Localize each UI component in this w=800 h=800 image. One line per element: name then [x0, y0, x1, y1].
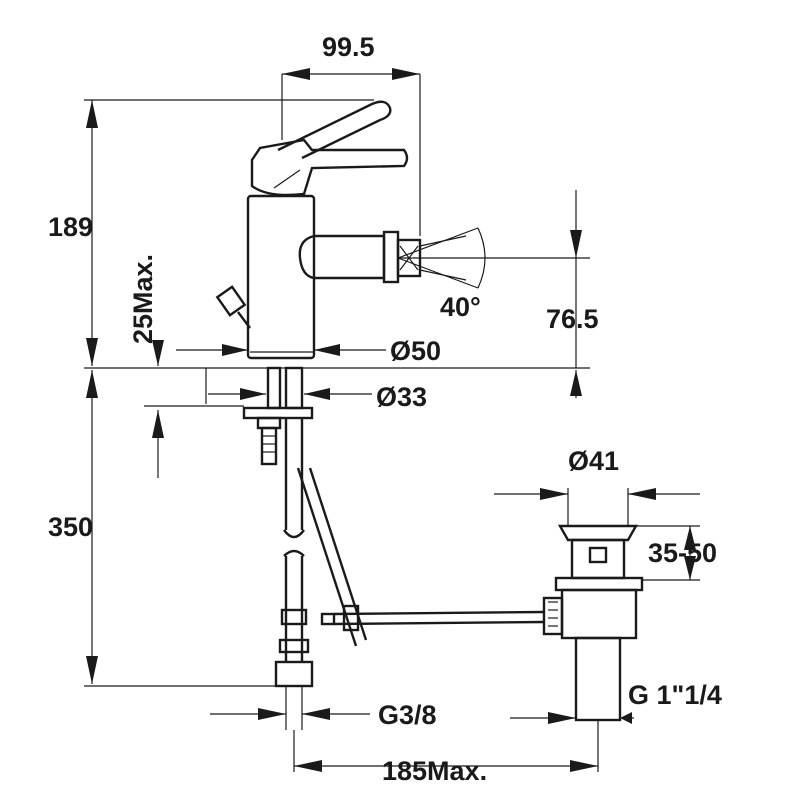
dim-lever-clearance: 25Max.: [128, 254, 158, 344]
pop-up-knob: [215, 285, 251, 329]
dim-spout-height: 76.5: [546, 304, 599, 334]
lever-handle: [250, 100, 409, 197]
hose-break-bottom: [283, 549, 305, 557]
mounting-stud: [260, 426, 278, 466]
lever-open: [277, 100, 392, 160]
dim-top-reach: 99.5: [322, 32, 375, 62]
dim-spout-angle: 40°: [440, 292, 481, 322]
shank: [284, 366, 304, 410]
waste-plug: [588, 546, 608, 564]
dim-waste-diameter: Ø41: [568, 446, 619, 476]
dimension-lines: [84, 68, 700, 772]
tap-body: [246, 194, 316, 360]
waste-body: [570, 538, 626, 580]
waste-rod-housing: [542, 596, 564, 636]
pop-up-rod: [296, 467, 545, 647]
tap-body-cylinder: [246, 194, 316, 360]
spout-arm: [314, 234, 386, 280]
waste-assembly: [542, 524, 644, 722]
dim-hose-length: 350: [48, 512, 93, 542]
waste-nut: [560, 588, 638, 640]
rod-clip: [320, 612, 336, 626]
dim-total-height: 189: [48, 212, 93, 242]
hose-ferrule: [280, 608, 308, 626]
waste-flange: [554, 576, 644, 592]
rod-connector: [342, 604, 360, 632]
dim-shank-diameter: Ø33: [376, 382, 427, 412]
waste-cap: [557, 524, 639, 542]
hose-nut: [274, 660, 314, 688]
pop-up-rod-horizontal: [333, 610, 545, 616]
mounting-plate: [242, 406, 314, 420]
flexible-hose: [274, 418, 314, 688]
dimension-labels: 99.5 189 25Max. 76.5 40° Ø50 Ø33 350 Ø41…: [48, 32, 722, 786]
mounting-nut: [256, 416, 282, 430]
spout-joint: [298, 234, 315, 280]
dim-body-diameter: Ø50: [390, 336, 441, 366]
threaded-rod: [266, 366, 282, 410]
dim-inlet-thread: G3/8: [378, 700, 437, 730]
dim-waste-thread: G 1"1/4: [628, 680, 722, 710]
spout-nozzle-collar: [382, 230, 400, 284]
waste-tailpipe: [574, 636, 622, 722]
lever-closed: [250, 138, 409, 197]
lever-detail: [273, 169, 301, 189]
hose-break-top: [283, 529, 305, 539]
dim-waste-range: 35-50: [648, 538, 717, 568]
pop-up-knob-stem: [237, 311, 251, 329]
pop-up-rod-vertical: [296, 467, 358, 647]
hose-fitting: [278, 638, 310, 654]
dim-pop-up-reach: 185Max.: [382, 756, 487, 786]
hose-upper: [284, 418, 304, 530]
pop-up-knob-head: [215, 285, 247, 317]
